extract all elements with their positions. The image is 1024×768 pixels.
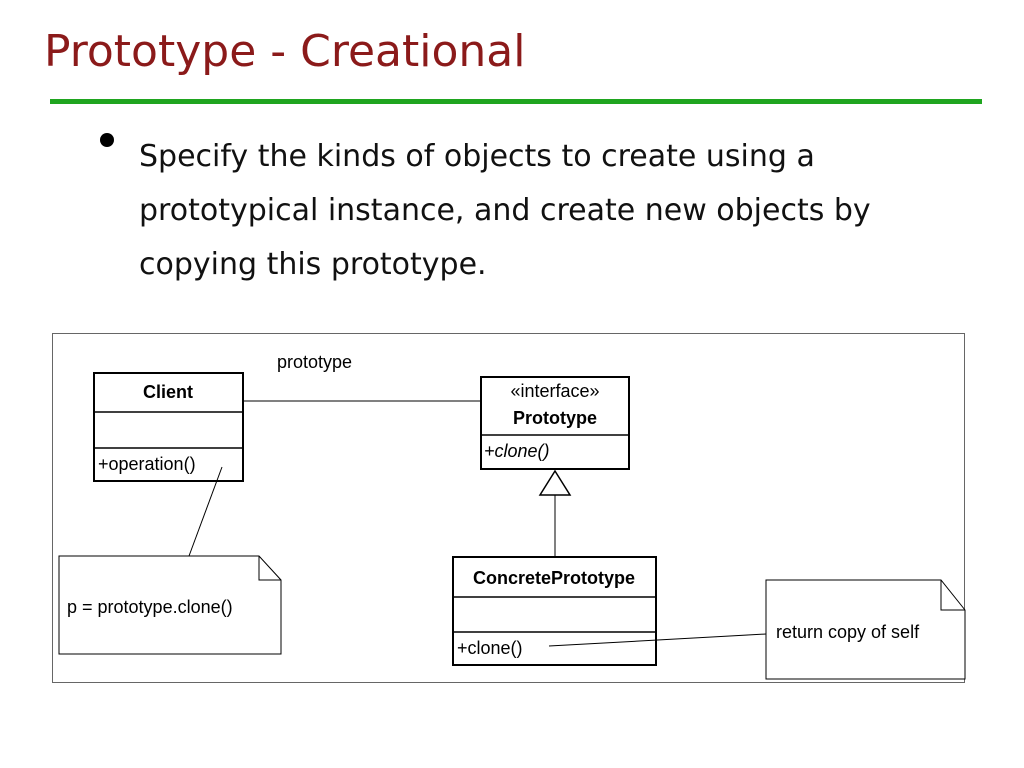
- concrete-prototype-class: ConcretePrototype +clone(): [452, 556, 657, 666]
- prototype-stereotype: «interface»: [510, 381, 599, 401]
- bullet-text: Specify the kinds of objects to create u…: [139, 139, 871, 282]
- concrete-note: return copy of self: [765, 579, 966, 680]
- client-operation: +operation(): [98, 454, 196, 474]
- note-fold-icon: [940, 580, 965, 611]
- concrete-note-text: return copy of self: [776, 622, 920, 642]
- prototype-method: +clone(): [484, 441, 550, 461]
- slide-title: Prototype - Creational: [44, 26, 526, 77]
- concrete-note-connector: [548, 633, 767, 647]
- inheritance-arrow-icon: [538, 469, 572, 496]
- note-fold-icon: [258, 556, 281, 581]
- client-note: p = prototype.clone(): [58, 555, 282, 655]
- uml-diagram-canvas: prototype Client +operation() «interface…: [58, 352, 966, 680]
- client-note-connector: [188, 466, 223, 557]
- prototype-class-name: Prototype: [513, 408, 597, 428]
- bullet-icon: [100, 133, 114, 147]
- concrete-method: +clone(): [457, 638, 523, 658]
- client-note-text: p = prototype.clone(): [67, 597, 233, 617]
- concrete-class-name: ConcretePrototype: [473, 568, 635, 588]
- client-class-name: Client: [143, 382, 193, 402]
- uml-diagram: prototype Client +operation() «interface…: [52, 333, 966, 683]
- client-class: Client +operation(): [93, 372, 244, 482]
- association-label: prototype: [277, 352, 352, 372]
- prototype-interface: «interface» Prototype +clone(): [480, 376, 630, 470]
- title-divider: [50, 99, 982, 104]
